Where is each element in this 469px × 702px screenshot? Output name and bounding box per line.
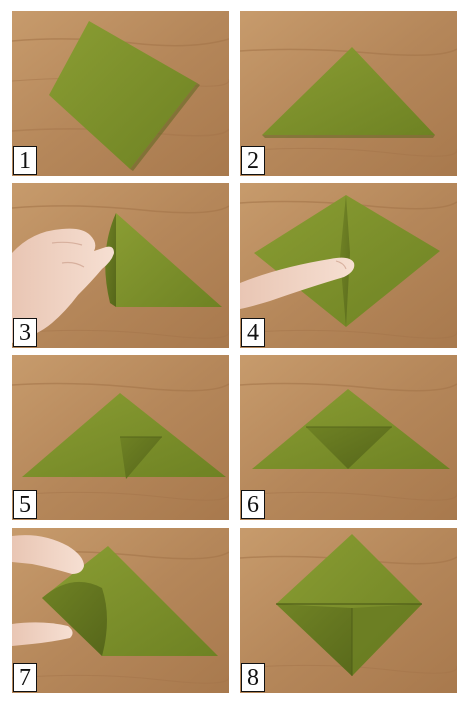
step-4-photo (240, 183, 457, 348)
step-number-7: 7 (13, 663, 37, 692)
step-8-photo (240, 528, 457, 693)
step-number-3: 3 (13, 318, 37, 347)
step-6-photo (240, 355, 457, 520)
step-number-8: 8 (241, 663, 265, 692)
step-2-photo (240, 11, 457, 176)
step-number-2: 2 (241, 146, 265, 175)
paper-triangle (262, 47, 435, 135)
paper-square (49, 21, 197, 169)
step-number-1: 1 (13, 146, 37, 175)
step-panel-8: 8 (240, 528, 457, 693)
hand-top (12, 535, 84, 574)
step-number-4: 4 (241, 318, 265, 347)
step-panel-6: 6 (240, 355, 457, 520)
step-number-5: 5 (13, 490, 37, 519)
step-panel-7: 7 (12, 528, 229, 693)
step-panel-2: 2 (240, 11, 457, 176)
step-1-photo (12, 11, 229, 176)
step-number-6: 6 (241, 490, 265, 519)
finger (240, 257, 355, 309)
step-7-photo (12, 528, 229, 693)
step-3-photo (12, 183, 229, 348)
step-panel-4: 4 (240, 183, 457, 348)
hand (12, 228, 114, 343)
paper-triangle-folding (116, 213, 222, 307)
paper-triangle-folded (22, 393, 226, 477)
step-panel-5: 5 (12, 355, 229, 520)
step-5-photo (12, 355, 229, 520)
hand-bottom (12, 622, 73, 646)
step-panel-1: 1 (12, 11, 229, 176)
step-panel-3: 3 (12, 183, 229, 348)
